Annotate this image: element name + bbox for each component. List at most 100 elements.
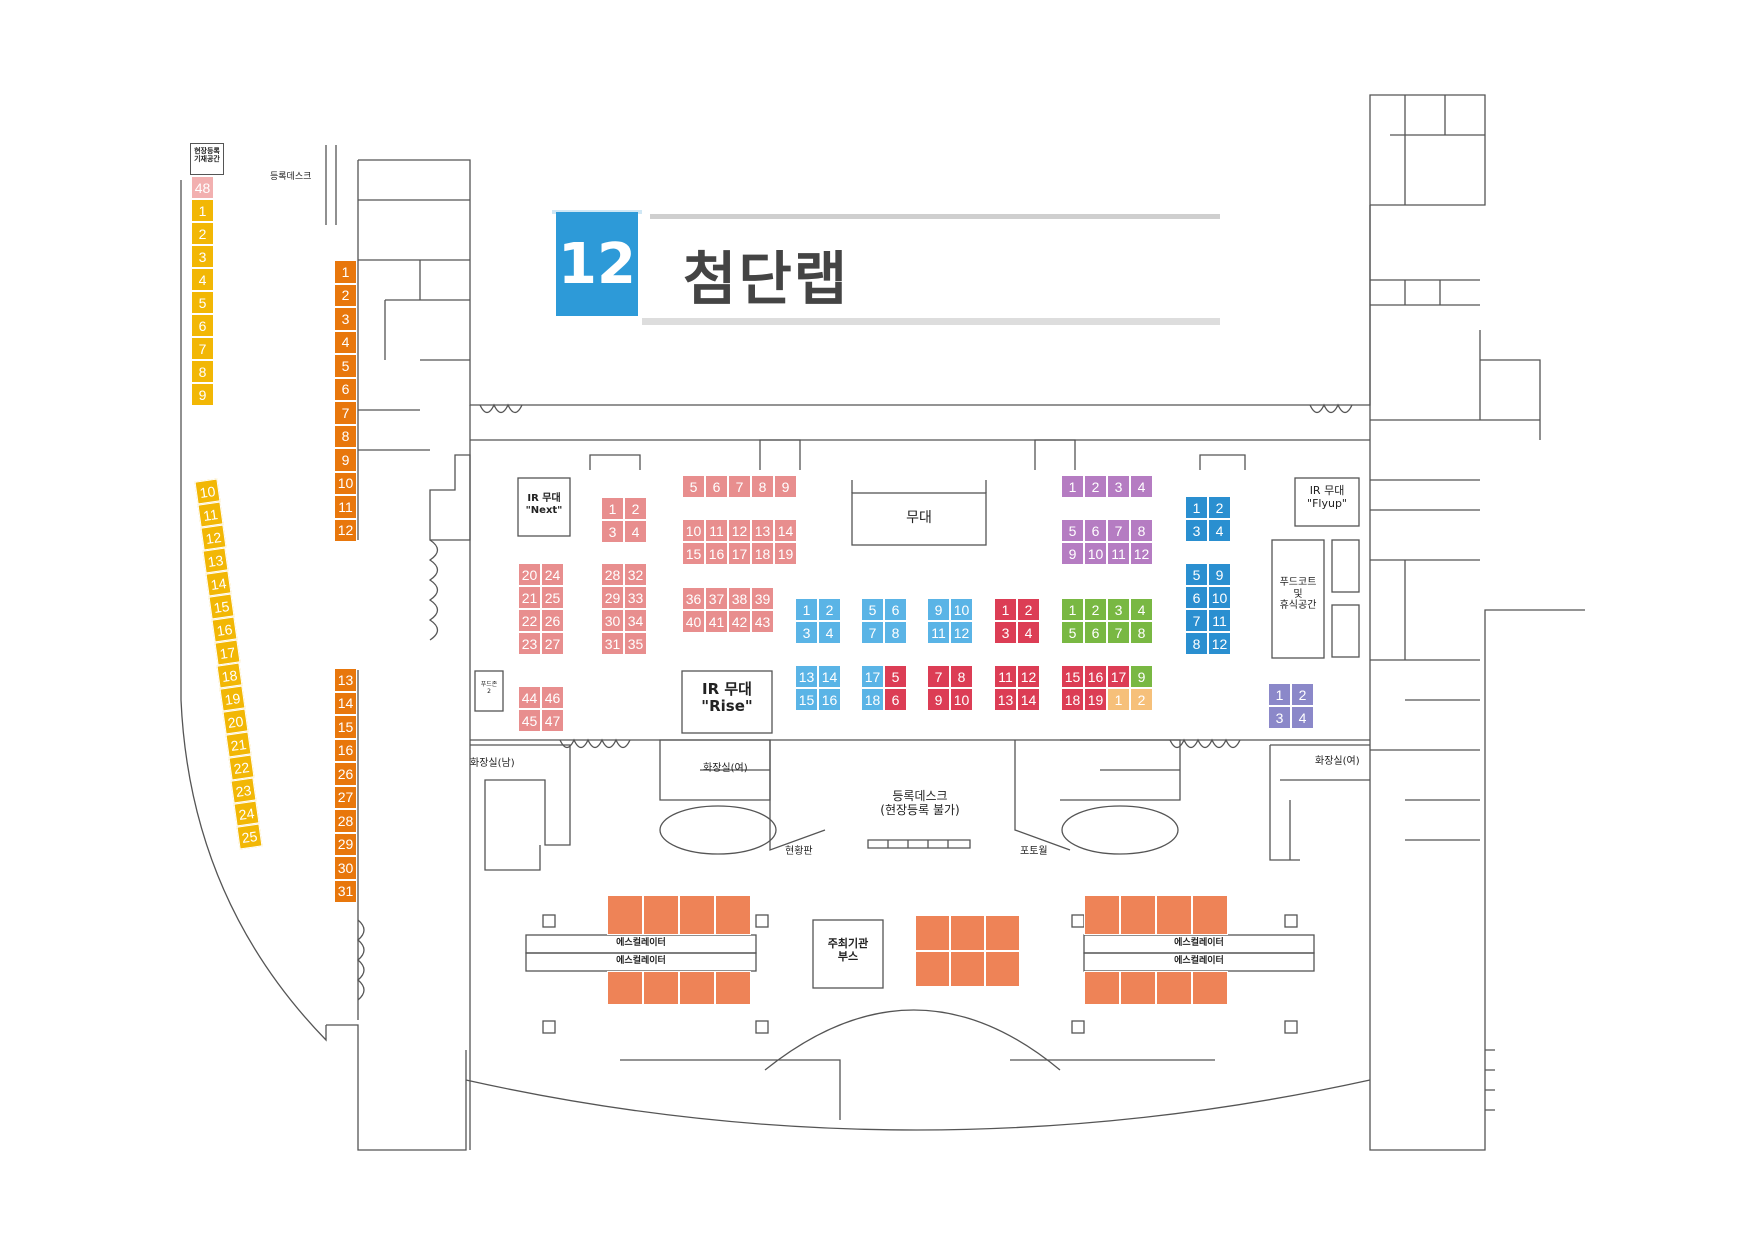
booth-salmon-l-bot-1[interactable] — [643, 971, 679, 1005]
booth-orange-column-top-7[interactable]: 7 — [334, 401, 357, 425]
booth-salmon-l-bot-0[interactable] — [607, 971, 643, 1005]
booth-left-strip-angled-13[interactable]: 13 — [202, 547, 229, 574]
booth-lb-d-16[interactable]: 16 — [818, 688, 841, 711]
booth-red-d-15[interactable]: 15 — [1061, 665, 1084, 688]
booth-pink-f-39[interactable]: 39 — [751, 587, 774, 610]
booth-pink-g-44[interactable]: 44 — [518, 686, 541, 709]
booth-pink-f-41[interactable]: 41 — [705, 610, 728, 633]
booth-green-a-6[interactable]: 6 — [1084, 621, 1107, 644]
booth-lb-c-12[interactable]: 12 — [950, 621, 973, 644]
booth-pink-f-43[interactable]: 43 — [751, 610, 774, 633]
booth-lb-a-4[interactable]: 4 — [818, 621, 841, 644]
booth-salmon-l-top-3[interactable] — [715, 895, 751, 935]
booth-red-c-12[interactable]: 12 — [1017, 665, 1040, 688]
booth-purple-b-10[interactable]: 10 — [1084, 542, 1107, 565]
booth-orange-column-bottom-13[interactable]: 13 — [334, 668, 357, 692]
booth-orange-column-bottom-16[interactable]: 16 — [334, 738, 357, 762]
booth-red-c-14[interactable]: 14 — [1017, 688, 1040, 711]
booth-salmon-l-top-0[interactable] — [607, 895, 643, 935]
booth-pink-g-46[interactable]: 46 — [541, 686, 564, 709]
booth-orange-column-top-2[interactable]: 2 — [334, 283, 357, 307]
booth-orange-column-bottom-27[interactable]: 27 — [334, 785, 357, 809]
booth-green-a-1[interactable]: 1 — [1061, 598, 1084, 621]
booth-blue-b-6[interactable]: 6 — [1185, 586, 1208, 609]
booth-salmon-l-bot-2[interactable] — [679, 971, 715, 1005]
booth-pink-c-16[interactable]: 16 — [705, 542, 728, 565]
booth-left-strip-angled-25[interactable]: 25 — [236, 823, 263, 850]
booth-purple-a-4[interactable]: 4 — [1130, 475, 1153, 498]
booth-blue-b-12[interactable]: 12 — [1208, 632, 1231, 655]
booth-left-strip-top-8[interactable]: 8 — [191, 360, 214, 383]
booth-purple-a-1[interactable]: 1 — [1061, 475, 1084, 498]
booth-left-strip-top-1[interactable]: 1 — [191, 199, 214, 222]
booth-pink-c-10[interactable]: 10 — [682, 519, 705, 542]
booth-lb-b-8[interactable]: 8 — [884, 621, 907, 644]
booth-blue-a-4[interactable]: 4 — [1208, 519, 1231, 542]
booth-blue-b-11[interactable]: 11 — [1208, 609, 1231, 632]
booth-purple-b-6[interactable]: 6 — [1084, 519, 1107, 542]
booth-lb-a-3[interactable]: 3 — [795, 621, 818, 644]
booth-blue-b-7[interactable]: 7 — [1185, 609, 1208, 632]
booth-salmon-center-3[interactable] — [915, 951, 950, 987]
booth-left-strip-angled-10[interactable]: 10 — [194, 478, 221, 505]
booth-pink-g-45[interactable]: 45 — [518, 709, 541, 732]
booth-pink-g-47[interactable]: 47 — [541, 709, 564, 732]
booth-green-a-3[interactable]: 3 — [1107, 598, 1130, 621]
booth-left-strip-angled-24[interactable]: 24 — [233, 800, 260, 827]
booth-purple-b-12[interactable]: 12 — [1130, 542, 1153, 565]
booth-pink-c-13[interactable]: 13 — [751, 519, 774, 542]
booth-lb-a-1[interactable]: 1 — [795, 598, 818, 621]
booth-salmon-r-bot-2[interactable] — [1156, 971, 1192, 1005]
booth-orange-column-bottom-29[interactable]: 29 — [334, 832, 357, 856]
booth-pink-f-38[interactable]: 38 — [728, 587, 751, 610]
booth-pink-e-30[interactable]: 30 — [601, 609, 624, 632]
booth-orange-column-top-8[interactable]: 8 — [334, 424, 357, 448]
booth-purple-b-9[interactable]: 9 — [1061, 542, 1084, 565]
booth-left-strip-angled-12[interactable]: 12 — [200, 524, 227, 551]
booth-salmon-l-top-1[interactable] — [643, 895, 679, 935]
booth-left-strip-angled-23[interactable]: 23 — [230, 777, 257, 804]
booth-left-strip-angled-14[interactable]: 14 — [205, 570, 232, 597]
booth-red-d-9[interactable]: 9 — [1130, 665, 1153, 688]
booth-blue-b-8[interactable]: 8 — [1185, 632, 1208, 655]
booth-orange-column-top-5[interactable]: 5 — [334, 354, 357, 378]
booth-pink-e-29[interactable]: 29 — [601, 586, 624, 609]
booth-pink-c-17[interactable]: 17 — [728, 542, 751, 565]
booth-pink-c-12[interactable]: 12 — [728, 519, 751, 542]
booth-pink-b-8[interactable]: 8 — [751, 475, 774, 498]
booth-blue-a-2[interactable]: 2 — [1208, 496, 1231, 519]
booth-left-strip-top-5[interactable]: 5 — [191, 291, 214, 314]
booth-red-b-7[interactable]: 7 — [927, 665, 950, 688]
booth-pink-d-21[interactable]: 21 — [518, 586, 541, 609]
booth-left-strip-angled-22[interactable]: 22 — [228, 754, 255, 781]
booth-left-strip-top-2[interactable]: 2 — [191, 222, 214, 245]
booth-lavender-a-3[interactable]: 3 — [1268, 706, 1291, 729]
booth-pink-c-18[interactable]: 18 — [751, 542, 774, 565]
booth-pink-c-15[interactable]: 15 — [682, 542, 705, 565]
booth-orange-column-top-3[interactable]: 3 — [334, 307, 357, 331]
booth-salmon-center-1[interactable] — [950, 915, 985, 951]
booth-blue-a-3[interactable]: 3 — [1185, 519, 1208, 542]
booth-pink-d-25[interactable]: 25 — [541, 586, 564, 609]
booth-left-strip-top-7[interactable]: 7 — [191, 337, 214, 360]
booth-pink-a-2[interactable]: 2 — [624, 497, 647, 520]
booth-pink-d-20[interactable]: 20 — [518, 563, 541, 586]
booth-left-strip-angled-19[interactable]: 19 — [219, 685, 246, 712]
booth-lb-a-2[interactable]: 2 — [818, 598, 841, 621]
booth-left-strip-angled-17[interactable]: 17 — [214, 639, 241, 666]
booth-red-d-18[interactable]: 18 — [1061, 688, 1084, 711]
booth-green-a-7[interactable]: 7 — [1107, 621, 1130, 644]
booth-pink-b-9[interactable]: 9 — [774, 475, 797, 498]
booth-red-b-9[interactable]: 9 — [927, 688, 950, 711]
booth-purple-a-3[interactable]: 3 — [1107, 475, 1130, 498]
booth-blue-b-9[interactable]: 9 — [1208, 563, 1231, 586]
booth-salmon-center-2[interactable] — [985, 915, 1020, 951]
booth-left-strip-angled-11[interactable]: 11 — [197, 501, 224, 528]
booth-pink-d-22[interactable]: 22 — [518, 609, 541, 632]
booth-pink-d-27[interactable]: 27 — [541, 632, 564, 655]
booth-lb-c-10[interactable]: 10 — [950, 598, 973, 621]
booth-pink-e-32[interactable]: 32 — [624, 563, 647, 586]
booth-red-b-10[interactable]: 10 — [950, 688, 973, 711]
booth-left-strip-top-3[interactable]: 3 — [191, 245, 214, 268]
booth-lb-d-15[interactable]: 15 — [795, 688, 818, 711]
